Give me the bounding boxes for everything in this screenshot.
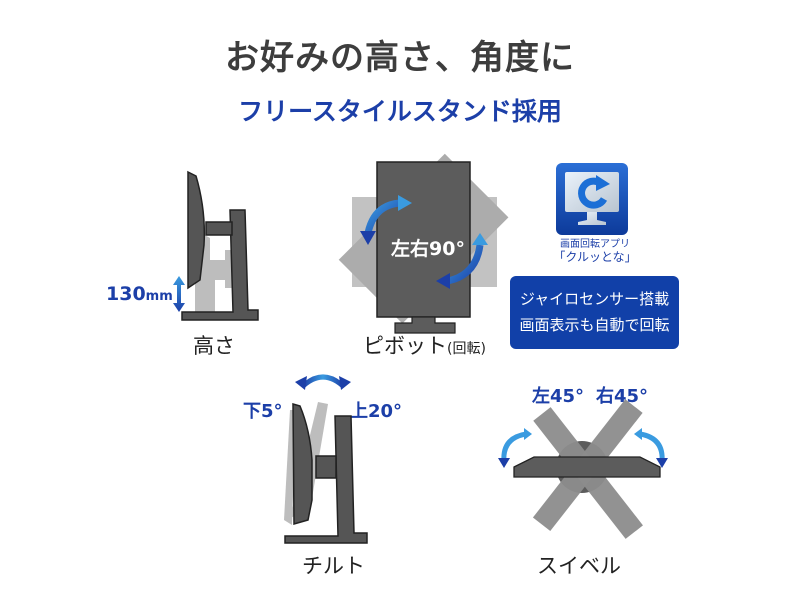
curved-arrow-icon: [295, 374, 351, 390]
swivel-left-arrow-icon: [498, 428, 532, 468]
swivel-left-label: 左45°: [532, 386, 585, 407]
page-subtitle: フリースタイルスタンド採用: [238, 97, 562, 126]
tilt-up-label: 上20°: [350, 401, 403, 422]
height-caption: 高さ: [193, 334, 235, 358]
swivel-right-arrow-icon: [634, 428, 668, 468]
tilt-monitor-illustration: [284, 402, 368, 544]
pivot-caption: ピボット(回転): [363, 334, 486, 358]
pivot-angle-label: 左右90°: [391, 238, 465, 260]
rotate-arrows-icon: [360, 195, 488, 289]
gyro-sensor-badge: ジャイロセンサー搭載 画面表示も自動で回転: [510, 276, 679, 349]
tilt-caption: チルト: [302, 554, 365, 578]
swivel-monitor-illustration: [513, 399, 661, 539]
swivel-right-label: 右45°: [596, 386, 649, 407]
swivel-caption: スイベル: [537, 554, 621, 578]
height-range: 130mm: [106, 283, 173, 305]
pivot-monitor-illustration: [338, 153, 509, 334]
vertical-arrow-icon: [173, 276, 185, 312]
app-name-label: 画面回転アプリ 「クルッとな」: [553, 239, 637, 264]
tilt-down-label: 下5°: [243, 401, 283, 422]
page-title: お好みの高さ、角度に: [225, 38, 575, 78]
height-monitor-illustration: [181, 170, 259, 321]
rotate-app-icon: [556, 163, 628, 235]
